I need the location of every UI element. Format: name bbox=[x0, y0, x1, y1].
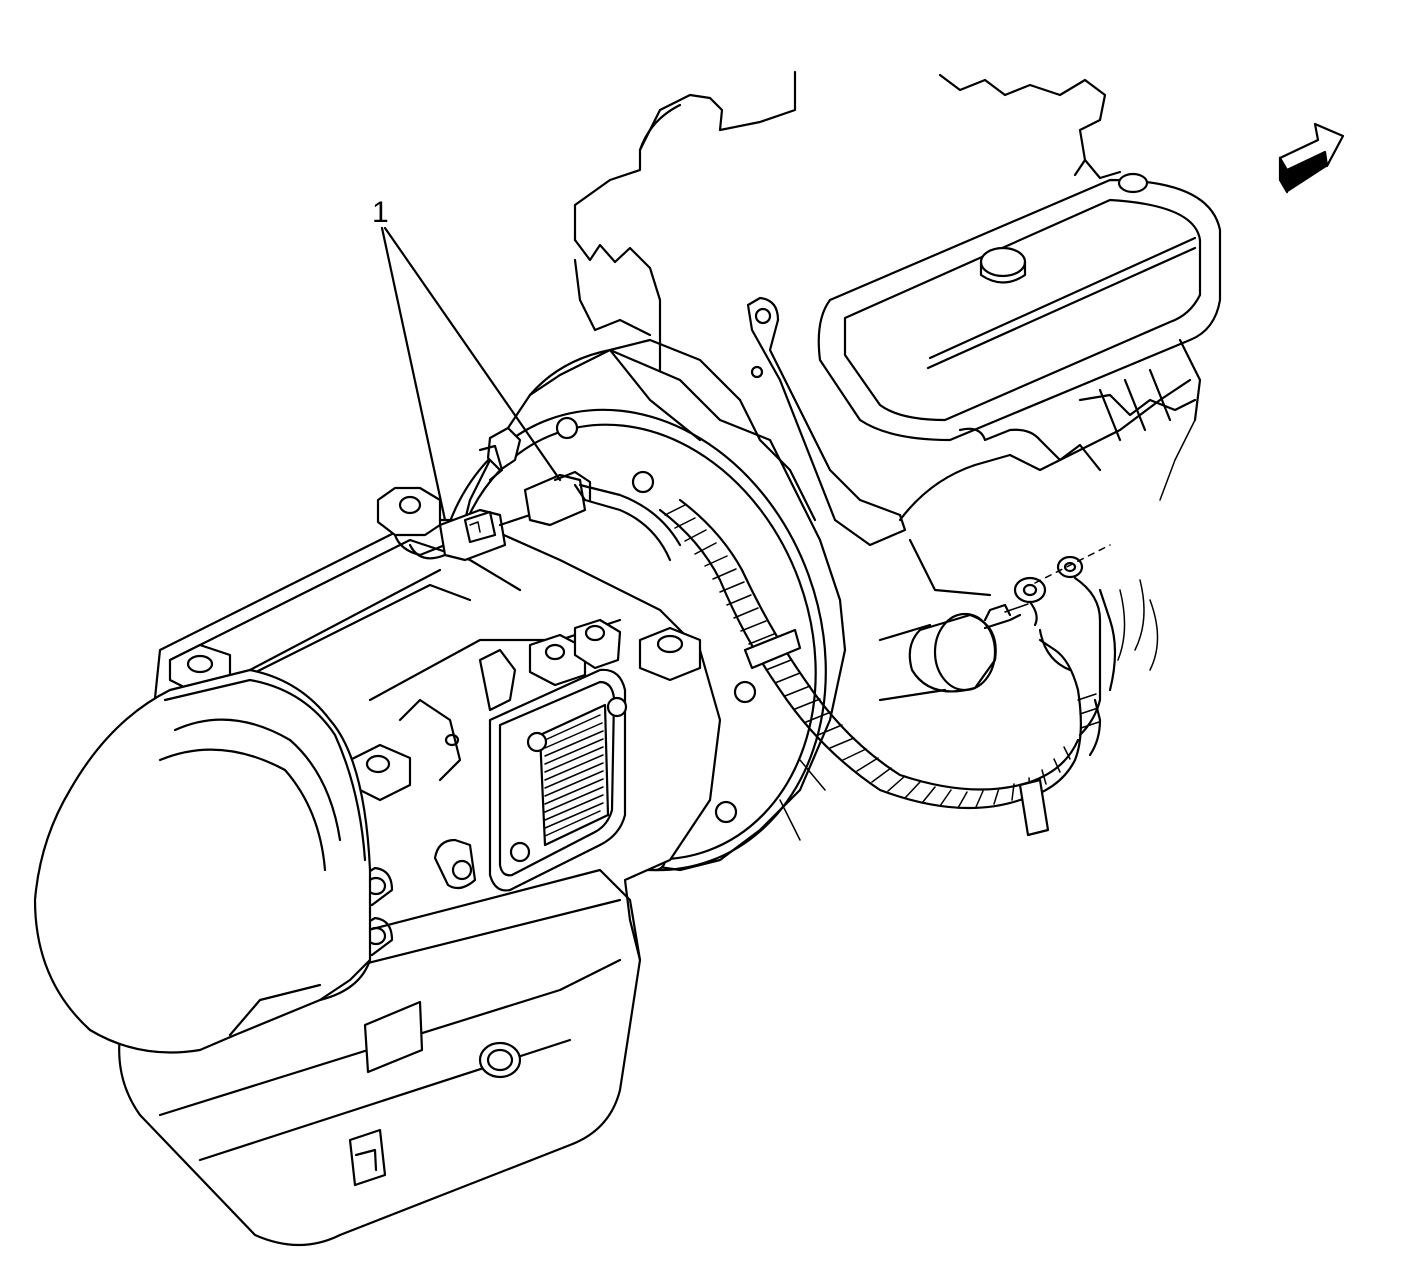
tail-housing bbox=[33, 668, 372, 1054]
cover-grille bbox=[538, 703, 610, 847]
starter-motor bbox=[878, 544, 1111, 737]
wiring-harness-conduit bbox=[658, 498, 1117, 837]
front-direction-arrow-icon bbox=[1278, 122, 1345, 194]
side-cover bbox=[488, 668, 628, 892]
engine-block bbox=[573, 70, 1222, 671]
callout-number: 1 bbox=[372, 196, 389, 229]
callout-1: 1 bbox=[372, 196, 562, 522]
electrical-connectors bbox=[376, 426, 682, 562]
conduit-ribs bbox=[664, 504, 1071, 809]
